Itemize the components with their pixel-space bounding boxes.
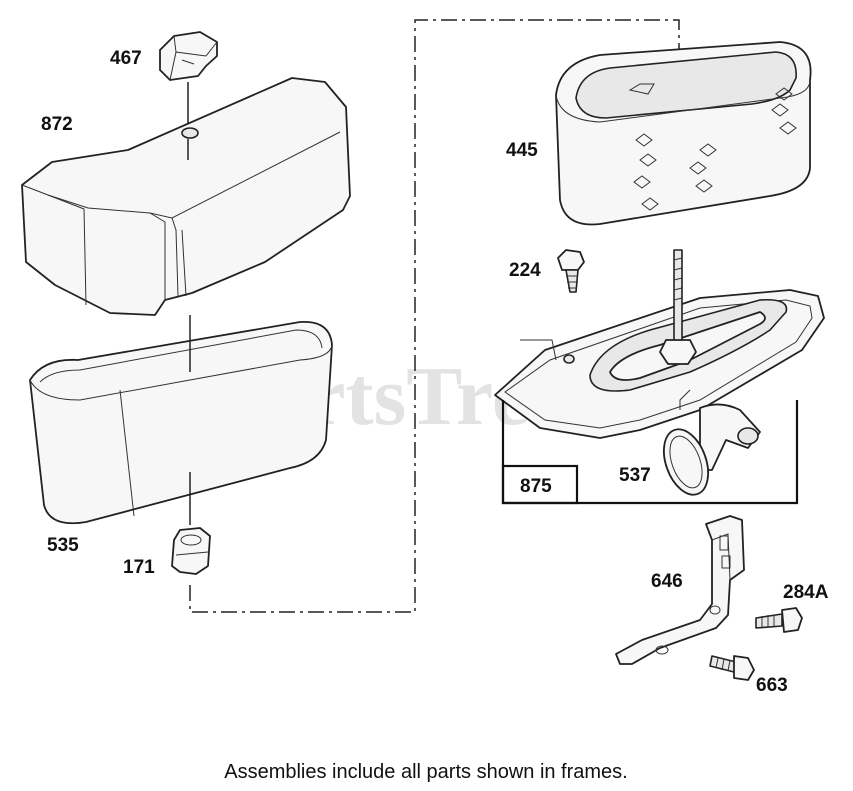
part-224-screw-illustration: [557, 249, 585, 293]
part-number-872[interactable]: 872: [41, 114, 73, 135]
part-number-171[interactable]: 171: [123, 557, 155, 578]
part-number-224[interactable]: 224: [509, 260, 541, 281]
part-535-precleaner-illustration: [29, 315, 333, 525]
part-872-cover-illustration: [21, 77, 351, 316]
assembly-frame-875: [501, 400, 799, 505]
part-number-875[interactable]: 875: [520, 476, 552, 497]
part-875-base-illustration: [494, 249, 825, 471]
part-646-bracket-illustration: [615, 515, 745, 665]
part-467-knob-illustration: [159, 31, 218, 126]
part-284A-bolt-illustration: [755, 607, 803, 633]
connection-line: [189, 19, 680, 613]
caption: Assemblies include all parts shown in fr…: [224, 761, 628, 783]
part-171-grommet-illustration: [171, 527, 211, 575]
part-number-646[interactable]: 646: [651, 571, 683, 592]
part-663-bolt-illustration: [709, 655, 755, 681]
part-number-663[interactable]: 663: [756, 675, 788, 696]
part-number-284A[interactable]: 284A: [783, 582, 829, 603]
part-445-filter-illustration: [555, 41, 812, 226]
part-number-535[interactable]: 535: [47, 535, 79, 556]
part-number-445[interactable]: 445: [506, 140, 538, 161]
part-number-537[interactable]: 537: [619, 465, 651, 486]
part-537-gasket-illustration: [662, 428, 710, 496]
part-number-467[interactable]: 467: [110, 48, 142, 69]
